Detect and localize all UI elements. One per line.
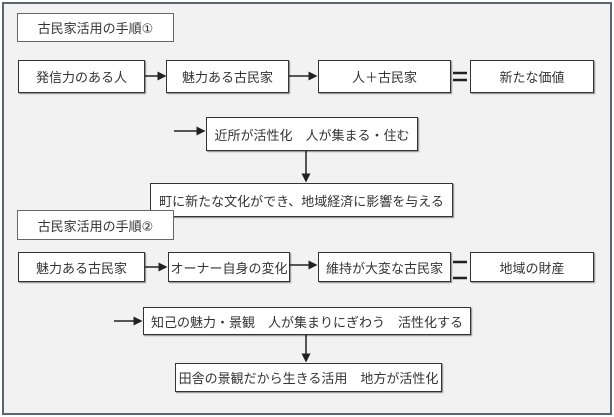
s2-box-countryside: 田舎の景観だから生きる活用 地方が活性化 <box>175 363 442 392</box>
s1-box-new-value: 新たな価値 <box>470 60 594 93</box>
section1-title: 古民家活用の手順① <box>17 13 174 42</box>
s2-box-attractive-house: 魅力ある古民家 <box>18 252 145 282</box>
s1-box-sender: 発信力のある人 <box>18 60 145 93</box>
s2-box-regional-asset: 地域の財産 <box>470 252 594 282</box>
s2-box-owner-change: オーナー自身の変化 <box>168 252 290 282</box>
s2-box-hard-maintenance: 維持が大変な古民家 <box>318 252 451 282</box>
s1-box-person-plus-house: 人＋古民家 <box>318 60 451 93</box>
s2-box-charm-scenery: 知己の魅力・景観 人が集まりにぎわう 活性化する <box>143 307 471 335</box>
s1-box-attractive-house: 魅力ある古民家 <box>166 60 289 93</box>
s1-box-new-culture: 町に新たな文化ができ、地域経済に影響を与える <box>150 183 453 217</box>
s1-box-neighborhood: 近所が活性化 人が集まる・住む <box>206 117 418 151</box>
section2-title: 古民家活用の手順② <box>17 210 174 240</box>
